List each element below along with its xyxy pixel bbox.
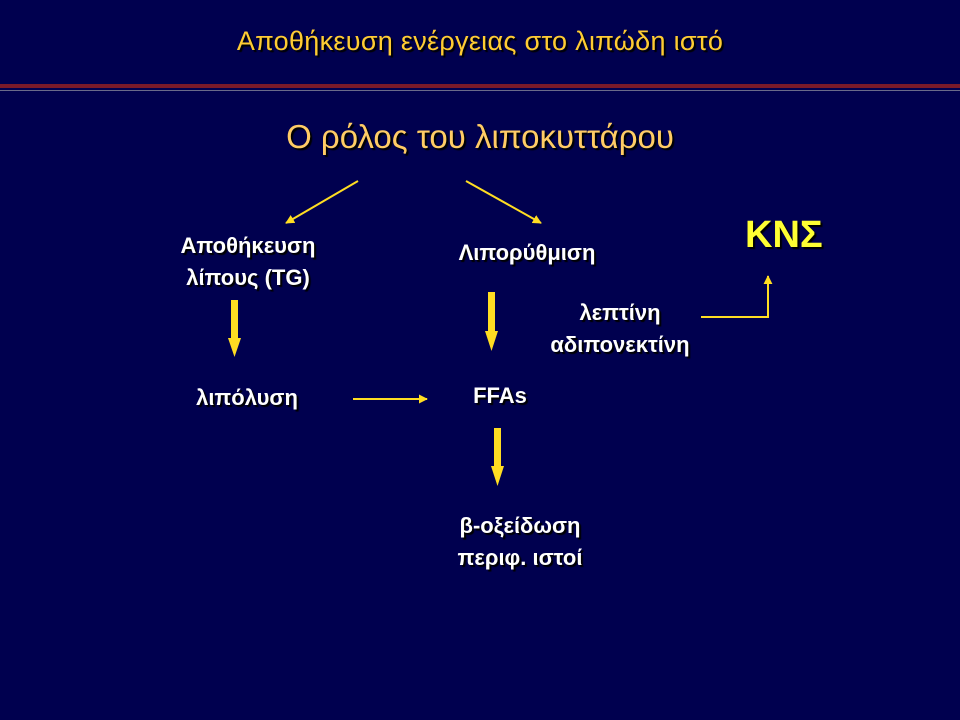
arrow-liporegulation-to-ffas (485, 292, 498, 351)
node-cns: ΚΝΣ (745, 214, 823, 256)
title-divider (0, 84, 960, 88)
node-lipolysis: λιπόλυση (172, 382, 322, 414)
node-leptin-label: λεπτίνη (579, 300, 661, 325)
node-fat-storage-line-1: Αποθήκευση (180, 233, 316, 258)
arrow-to-storage (285, 180, 359, 224)
arrow-storage-to-lipolysis (228, 300, 241, 357)
node-fat-storage: Αποθήκευση λίπους (TG) (158, 230, 338, 294)
arrow-ffas-to-oxidation (491, 428, 504, 486)
node-liporegulation: Λιπορύθμιση (432, 237, 622, 269)
diagram-heading: Ο ρόλος του λιποκυττάρου (286, 118, 674, 155)
node-fat-storage-line-2: λίπους (TG) (186, 265, 310, 290)
slide-title: Αποθήκευση ενέργειας στο λιπώδη ιστό (236, 26, 724, 56)
node-beta-oxidation-line-2: περιφ. ιστοί (457, 545, 583, 570)
arrow-hormones-to-cns (701, 275, 773, 318)
node-beta-oxidation-line-1: β-οξείδωση (459, 513, 581, 538)
node-adiponectin-label: αδιπονεκτίνη (550, 332, 690, 357)
arrow-to-liporegulation (465, 180, 542, 224)
node-liporegulation-label: Λιπορύθμιση (458, 240, 596, 265)
node-lipolysis-label: λιπόλυση (196, 385, 298, 410)
node-hormones: λεπτίνη αδιπονεκτίνη (520, 297, 720, 361)
node-beta-oxidation: β-οξείδωση περιφ. ιστοί (420, 510, 620, 574)
node-ffas: FFAs (450, 380, 550, 412)
node-ffas-label: FFAs (473, 383, 527, 408)
title-divider-thin (0, 90, 960, 91)
